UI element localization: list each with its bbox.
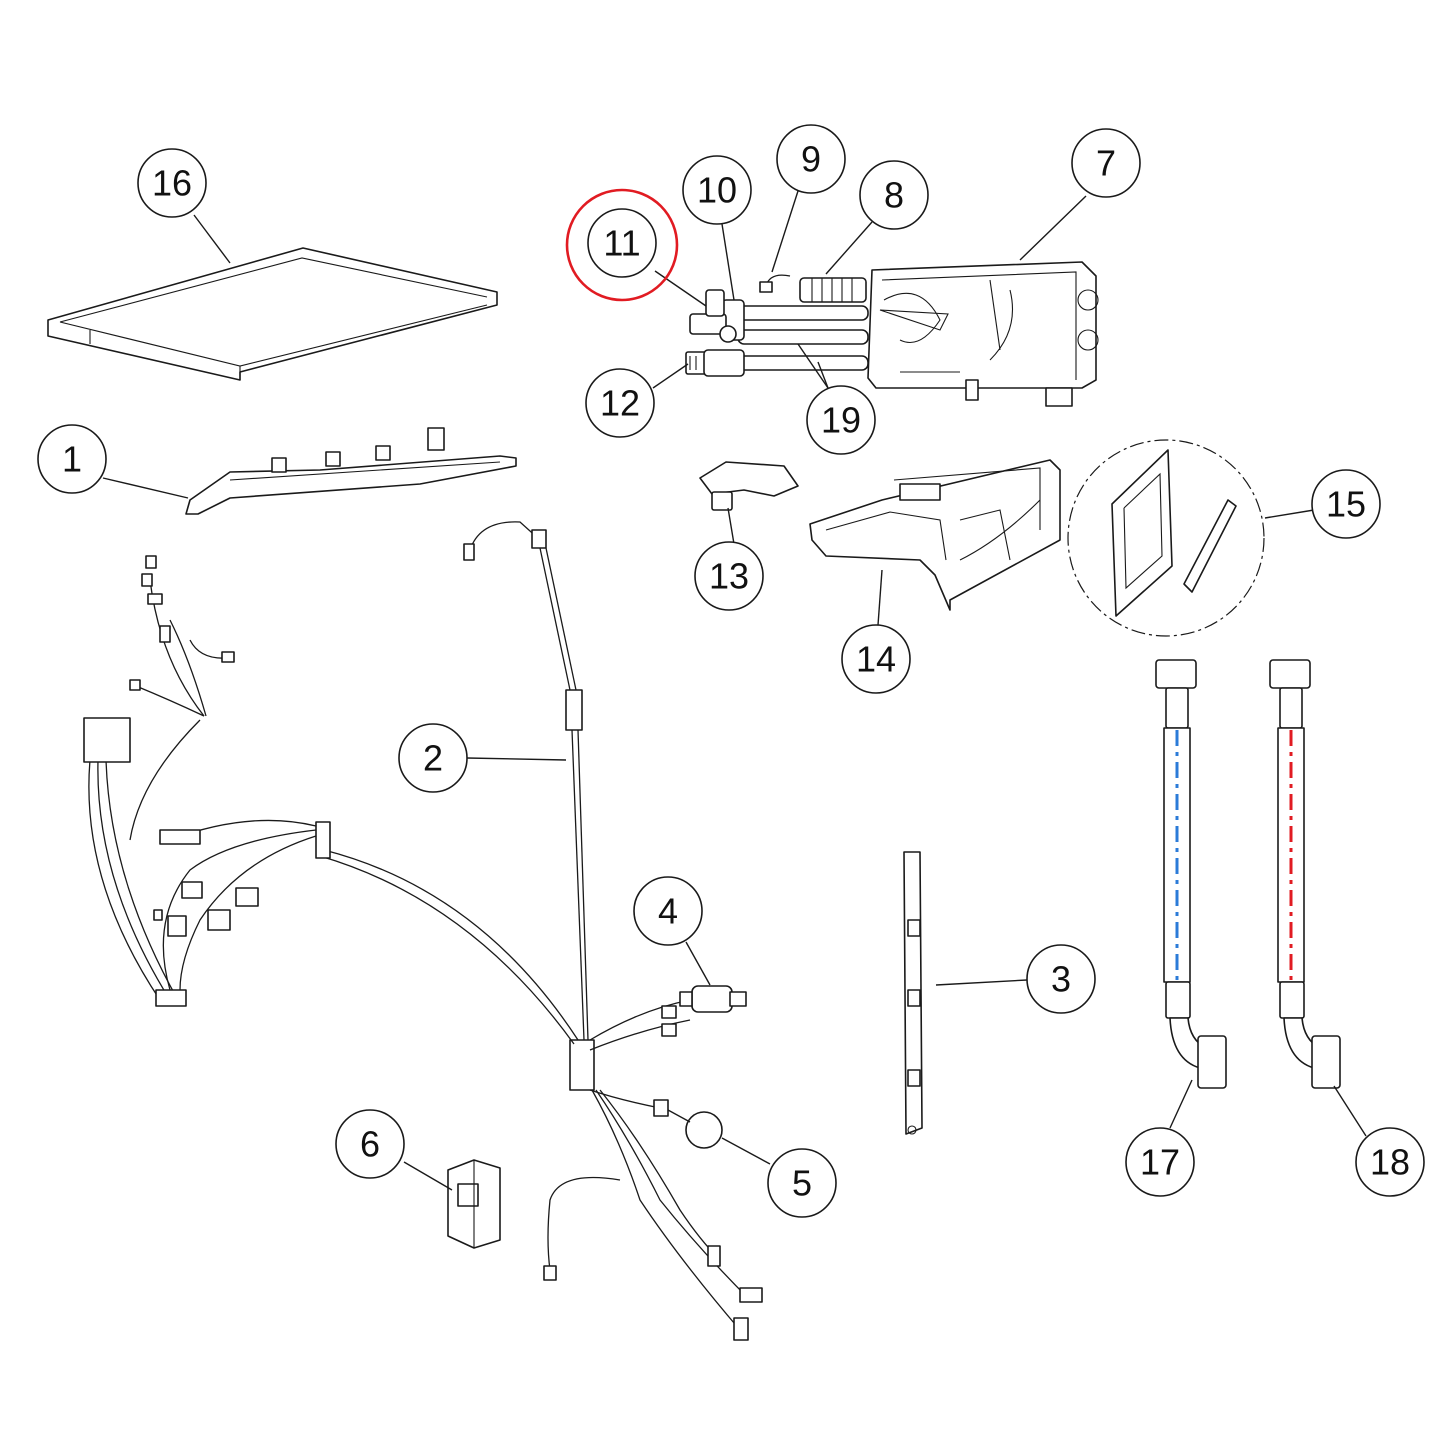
callout-1[interactable]: 1: [37, 424, 107, 494]
callout-label: 10: [697, 170, 737, 211]
callout-16[interactable]: 16: [137, 148, 207, 218]
callout-label: 11: [603, 223, 640, 264]
callout-15[interactable]: 15: [1311, 469, 1381, 539]
part-14-detergent-drawer: [809, 459, 1061, 611]
callout-13[interactable]: 13: [694, 541, 764, 611]
part-18-hot-inlet-hose: [1269, 659, 1341, 1089]
callout-6[interactable]: 6: [335, 1109, 405, 1179]
callout-4[interactable]: 4: [633, 876, 703, 946]
part-7-dispenser-housing: [867, 261, 1099, 407]
callout-19[interactable]: 19: [806, 385, 876, 455]
part-19-inlet-hoses: [737, 305, 869, 371]
callout-label: 19: [821, 400, 861, 441]
part-11-inlet-valve: [689, 289, 737, 343]
part-15-detail-view: [1067, 439, 1265, 637]
callout-label: 12: [600, 383, 640, 424]
callout-label: 8: [884, 175, 904, 216]
part-6-switch: [447, 1159, 501, 1249]
callout-17[interactable]: 17: [1125, 1127, 1195, 1197]
callout-label: 14: [856, 639, 896, 680]
part-13-clip: [699, 461, 799, 511]
callout-10[interactable]: 10: [682, 155, 752, 225]
part-2-wiring-harness: [83, 521, 763, 1341]
part-8-bellows-hose: [799, 277, 867, 303]
callout-label: 5: [792, 1163, 812, 1204]
leader-lines: [102, 190, 1367, 1191]
callout-7[interactable]: 7: [1071, 128, 1141, 198]
callout-label: 9: [801, 139, 821, 180]
part-5-ntc-sensor: [667, 1109, 723, 1149]
callout-label: 4: [658, 891, 678, 932]
part-12-inlet-valve: [685, 349, 745, 377]
part-3-rail: [903, 851, 923, 1135]
part-9-small-tube: [759, 274, 791, 293]
callout-label: 17: [1140, 1142, 1180, 1183]
part-17-cold-inlet-hose: [1155, 659, 1227, 1089]
callout-label: 15: [1326, 484, 1366, 525]
callout-label: 2: [423, 738, 443, 779]
callout-label: 3: [1051, 959, 1071, 1000]
callout-11[interactable]: 11: [587, 208, 657, 278]
callout-label: 13: [709, 556, 749, 597]
callout-12[interactable]: 12: [585, 368, 655, 438]
callout-9[interactable]: 9: [776, 124, 846, 194]
callout-8[interactable]: 8: [859, 160, 929, 230]
callout-label: 18: [1370, 1142, 1410, 1183]
callout-3[interactable]: 3: [1026, 944, 1096, 1014]
callout-label: 7: [1096, 143, 1116, 184]
callout-label: 16: [152, 163, 192, 204]
callout-14[interactable]: 14: [841, 624, 911, 694]
part-16-top-panel: [47, 247, 498, 381]
callout-label: 1: [62, 439, 82, 480]
callout-18[interactable]: 18: [1355, 1127, 1425, 1197]
highlight-ring-callout-11: [565, 188, 679, 302]
callout-label: 6: [360, 1124, 380, 1165]
part-1-control-strip: [185, 427, 517, 515]
part-4-sensor: [679, 985, 747, 1013]
callout-2[interactable]: 2: [398, 723, 468, 793]
callout-5[interactable]: 5: [767, 1148, 837, 1218]
